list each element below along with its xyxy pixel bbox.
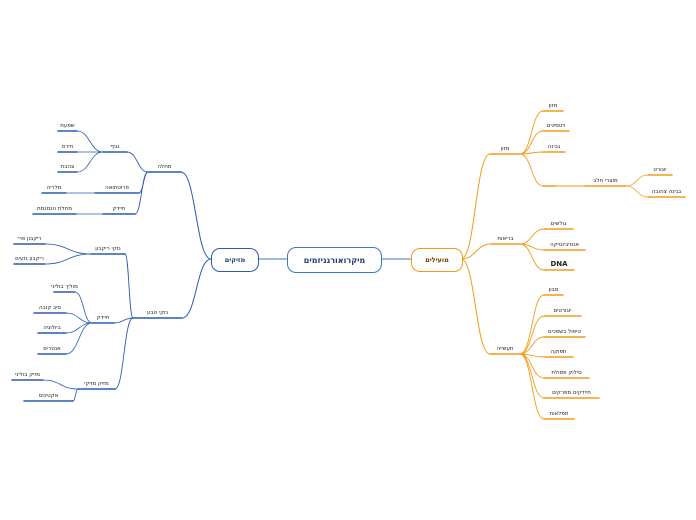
left-illness-leaf-0-0-label[interactable]: שפעת — [60, 123, 75, 129]
connector-dairy-0 — [625, 174, 649, 187]
connector-nature-1 — [113, 317, 134, 324]
connector-nature-1-1 — [65, 312, 93, 324]
right-industry-item-0-label[interactable]: סבון — [548, 287, 559, 293]
left-illness-leaf-1-0-label[interactable]: מלריה — [46, 185, 62, 191]
connector-illness-0-2 — [76, 151, 104, 173]
left-illness-item-1-label[interactable]: פרוטוזואה — [105, 185, 129, 191]
connector-food-0 — [519, 110, 544, 155]
right-health-item-2-label[interactable]: DNA — [550, 260, 568, 268]
left-illness-item-2-label[interactable]: חיידק — [112, 206, 126, 212]
left-nature-leaf-1-1-label[interactable]: סיב קובה — [39, 305, 61, 311]
left-nature-leaf-1-3-label[interactable]: אנטרים — [43, 346, 61, 352]
left-illness-item-0-label[interactable]: נגיף — [110, 144, 120, 150]
left-nature-item-0-label[interactable]: נזקי ריקבון — [95, 246, 121, 252]
left-nature-leaf-2-1-label[interactable]: אקטינוס — [38, 393, 59, 399]
connector-nature-0-1 — [44, 253, 92, 265]
right-industry-item-5-label[interactable]: חיידקים מפרקים — [552, 390, 591, 396]
connector-nature-1-0 — [74, 291, 93, 324]
connector-food-3 — [519, 153, 544, 187]
connector-nature-2 — [114, 317, 134, 390]
left-nature-leaf-0-0-label[interactable]: ריקבון פרי — [17, 236, 42, 242]
right-industry-item-3-label[interactable]: תפוקה — [550, 349, 567, 355]
connector-illness-0 — [126, 151, 149, 173]
branch-harmful-node[interactable]: מזיקים — [211, 248, 259, 272]
connector-illness-0-0 — [76, 130, 104, 153]
left-nature-leaf-0-1-label[interactable]: ריקבון גזעים — [15, 256, 44, 262]
left-nature-leaf-1-2-label[interactable]: ביולוגיה — [43, 325, 61, 331]
right-industry-item-1-label[interactable]: יוגורטים — [553, 308, 572, 314]
connector-nature-1-3 — [65, 322, 93, 355]
right-dairy-node-label[interactable]: מוצרי חלב — [593, 178, 618, 184]
left-illness-leaf-0-1-label[interactable]: חירס — [61, 144, 74, 150]
connector-left-g0 — [180, 171, 212, 260]
connector-nature-0-0 — [44, 243, 92, 255]
connector-right-g2 — [460, 258, 491, 355]
connector-health-2 — [519, 243, 545, 271]
left-illness-leaf-2-0-label[interactable]: מחלת הנמנמת — [37, 206, 72, 212]
right-dairy-leaf-0-label[interactable]: יוגורט — [653, 167, 667, 173]
connector-nature-2-0 — [42, 379, 79, 390]
left-group-nature-label[interactable]: נזקי טבע — [146, 310, 169, 316]
right-food-item-2-label[interactable]: גבינה — [547, 144, 561, 150]
branch-beneficial-node[interactable]: מועילים — [411, 248, 463, 272]
connector-dairy-1 — [625, 185, 649, 198]
connector-health-0 — [519, 228, 545, 245]
connector-nature-2-1 — [72, 388, 79, 402]
right-group-industry-label[interactable]: תעשייה — [496, 346, 514, 352]
connector-industry-0 — [519, 294, 545, 355]
right-group-health-label[interactable]: בריאות — [497, 236, 514, 242]
left-nature-item-1-label[interactable]: חיידק — [96, 315, 110, 321]
connector-industry-1 — [519, 315, 545, 355]
connector-illness-2 — [134, 171, 149, 215]
connector-right-g0 — [460, 153, 491, 260]
right-health-item-1-label[interactable]: אנטיביוטיקה — [550, 242, 579, 248]
connector-industry-6 — [519, 353, 545, 420]
branch-harmful-label: מזיקים — [224, 256, 246, 264]
connector-industry-2 — [519, 336, 545, 355]
left-nature-leaf-1-0-label[interactable]: מוליך בוליני — [51, 284, 78, 290]
right-food-item-0-label[interactable]: מזון — [548, 103, 558, 109]
left-nature-item-2-label[interactable]: מזיק מזיקי — [84, 381, 109, 387]
right-industry-item-6-label[interactable]: תפלאות — [549, 411, 569, 417]
right-industry-item-2-label[interactable]: טיפול בשפכים — [548, 329, 581, 335]
left-illness-leaf-0-2-label[interactable]: צהבת — [60, 164, 75, 170]
connector-left-g1 — [181, 258, 212, 319]
right-industry-item-4-label[interactable]: סילוק פסולת — [551, 370, 582, 376]
connector-food-2 — [519, 151, 544, 155]
branch-beneficial-label: מועילים — [425, 256, 449, 264]
root-node[interactable]: מיקרואורגניזמים — [287, 247, 382, 273]
left-group-illness-label[interactable]: מחלה — [157, 164, 172, 170]
right-group-food-label[interactable]: מזון — [500, 146, 510, 152]
connector-right-g1 — [460, 243, 492, 260]
right-dairy-leaf-1-label[interactable]: גבינה צהובה — [651, 189, 682, 195]
connector-industry-5 — [519, 353, 545, 399]
right-health-item-0-label[interactable]: גולשים — [550, 221, 567, 227]
right-food-item-1-label[interactable]: ויטמינים — [546, 123, 566, 129]
connector-nature-0 — [124, 253, 134, 319]
left-nature-leaf-2-0-label[interactable]: מזיק בוליני — [15, 372, 40, 378]
root-label: מיקרואורגניזמים — [303, 255, 366, 265]
connector-food-1 — [519, 130, 544, 155]
